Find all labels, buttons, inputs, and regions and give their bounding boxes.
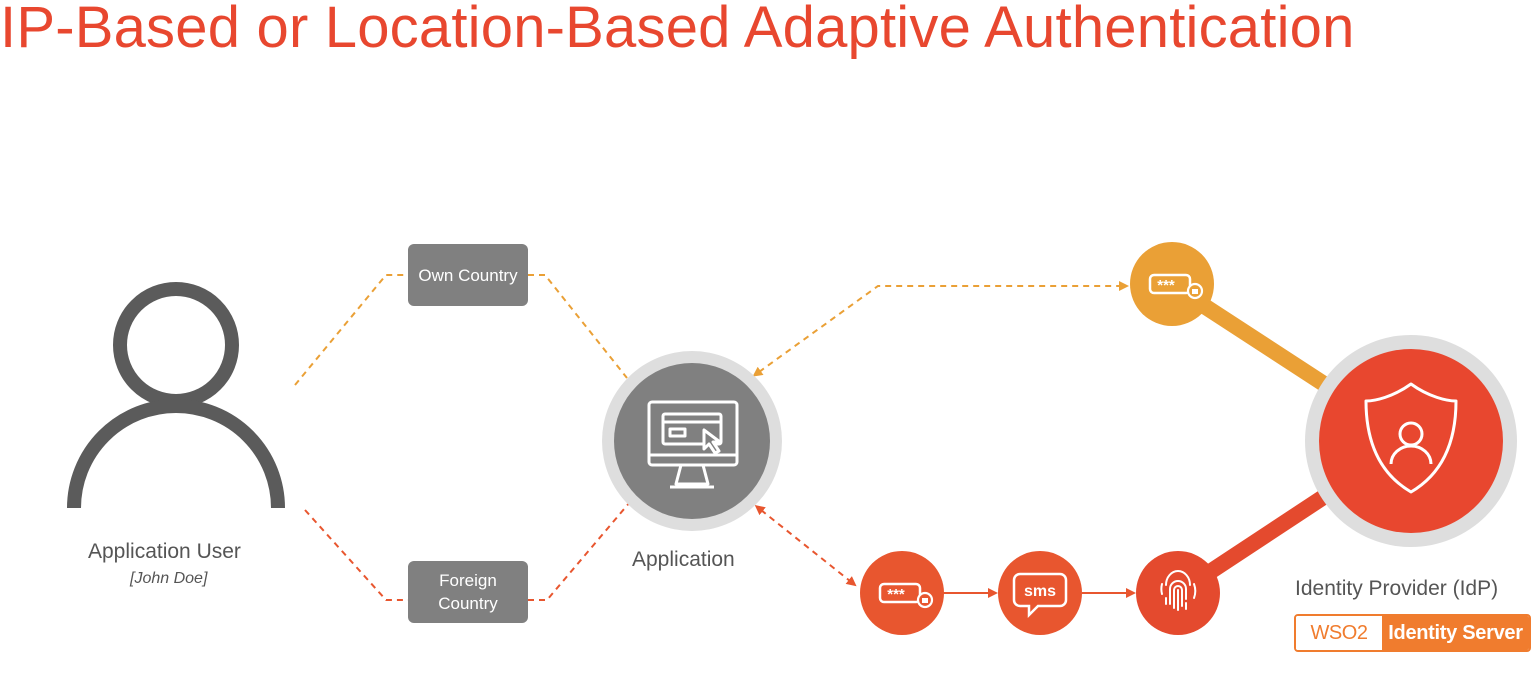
user-own-country-connector <box>294 274 408 386</box>
fingerprint-node <box>1136 551 1220 635</box>
password-lock-icon: *** <box>878 582 934 609</box>
password-mask-primary: *** <box>1157 277 1175 294</box>
foreign-country-box: Foreign Country <box>408 561 528 623</box>
password-lock-icon: *** <box>1148 273 1204 300</box>
app-to-password-arrow <box>752 281 1129 377</box>
own-country-label: Own Country <box>418 265 518 285</box>
monitor-cursor-icon <box>647 400 739 489</box>
password-mask-mfa: *** <box>887 586 905 603</box>
foreign-country-app-connector <box>528 501 631 601</box>
idp-label: Identity Provider (IdP) <box>1295 577 1499 600</box>
page-title: IP-Based or Location-Based Adaptive Auth… <box>0 0 1355 60</box>
foreign-country-label: Foreign Country <box>438 571 498 613</box>
identity-server-product: Identity Server <box>1382 616 1529 650</box>
sms-node: sms <box>998 551 1082 635</box>
sms-bubble-icon: sms <box>1012 572 1068 619</box>
user-foreign-country-connector <box>304 509 408 601</box>
own-country-app-connector <box>528 274 628 379</box>
own-country-box: Own Country <box>408 244 528 306</box>
shield-user-icon <box>1364 382 1458 494</box>
application-node <box>602 351 782 531</box>
wso2-identity-server-logo: WSO2 Identity Server <box>1294 614 1531 652</box>
user-sublabel: [John Doe] <box>130 570 208 587</box>
application-label: Application <box>632 548 735 571</box>
sms-text: sms <box>1024 583 1056 600</box>
app-to-mfa-arrow <box>754 505 857 587</box>
password-node-mfa: *** <box>860 551 944 635</box>
idp-node <box>1305 335 1517 547</box>
user-label: Application User <box>88 540 241 563</box>
wso2-brand: WSO2 <box>1296 616 1382 650</box>
password-node-primary: *** <box>1130 242 1214 326</box>
fingerprint-icon <box>1160 570 1197 611</box>
person-outline-icon <box>67 282 285 509</box>
